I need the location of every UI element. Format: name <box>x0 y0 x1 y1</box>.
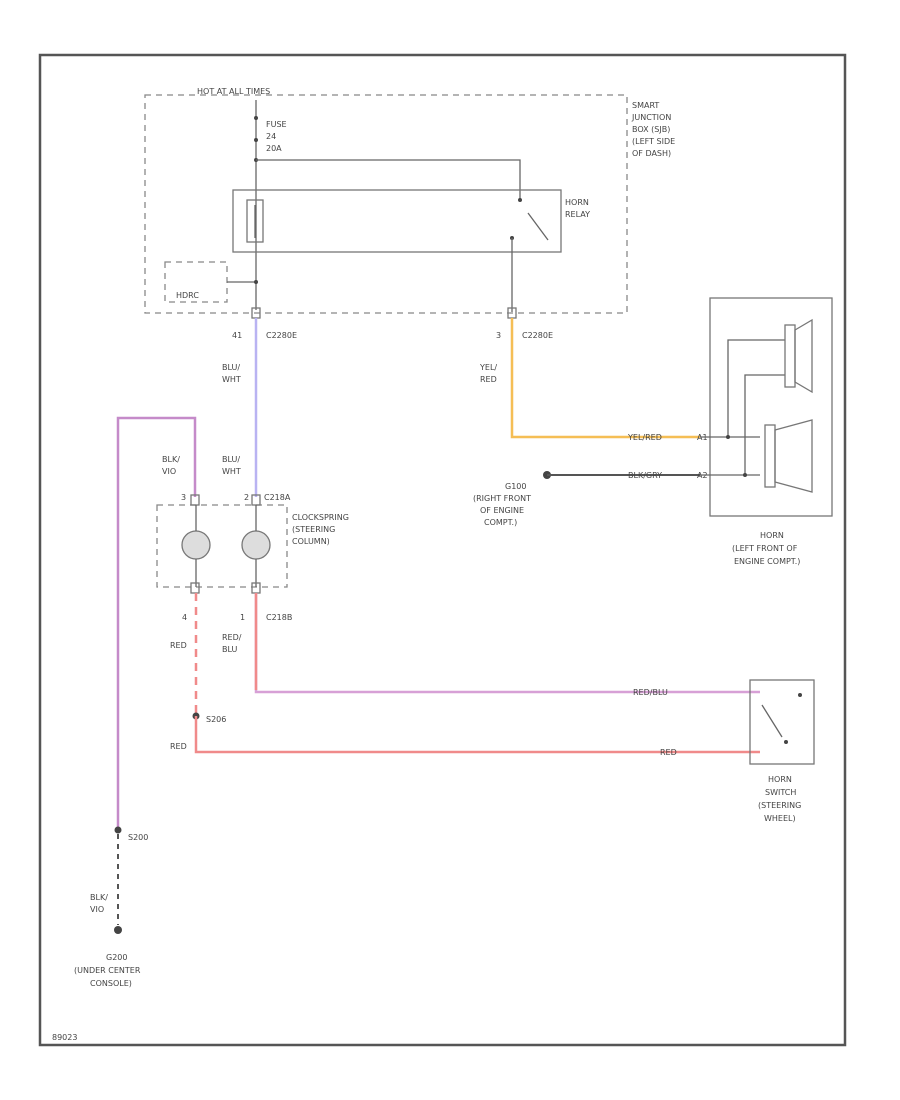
red-blu-run-label: RED/BLU <box>633 688 668 697</box>
c2280e-right-pin-number: 3 <box>496 331 501 340</box>
fuse-top-terminal <box>254 116 258 120</box>
red-label-1: RED <box>170 641 187 650</box>
s200-label: S200 <box>128 833 148 842</box>
sjb-label-5: OF DASH) <box>632 149 671 158</box>
blu-wht-label-1a: BLU/ <box>222 363 240 372</box>
horn-relay-label-1: HORN <box>565 198 589 207</box>
red-blu-label-a: RED/ <box>222 633 242 642</box>
sjb-label-4: (LEFT SIDE <box>632 137 675 146</box>
blu-wht-label-2a: BLU/ <box>222 455 240 464</box>
figure-id: 89023 <box>52 1033 77 1042</box>
yel-red-wire <box>510 318 700 439</box>
c2280e-left-pin-number: 41 <box>232 331 242 340</box>
relay-feed-wire <box>256 159 521 200</box>
red-label-2: RED <box>170 742 187 751</box>
clockspring-label-3: COLUMN) <box>292 537 330 546</box>
c218b-pin-left <box>190 582 200 594</box>
horn-switch-label-4: WHEEL) <box>764 814 796 823</box>
horn-switch-label-2: SWITCH <box>765 788 796 797</box>
horn-lower-speaker-body <box>764 424 776 488</box>
hdrc-splice-dot <box>254 280 258 284</box>
hot-at-all-times-label: HOT AT ALL TIMES <box>197 87 270 96</box>
horn-label-2: (LEFT FRONT OF <box>732 544 798 553</box>
c2280e-left-label: C2280E <box>266 331 297 340</box>
horn-switch-top-contact <box>798 693 802 697</box>
clockspring-coil-right <box>241 530 271 560</box>
s206-label: S206 <box>206 715 226 724</box>
horn-relay-switch-top <box>518 198 522 202</box>
g100-label-4: COMPT.) <box>484 518 517 527</box>
clockspring-label-2: (STEERING <box>292 525 335 534</box>
horn-relay-box <box>232 189 562 253</box>
c218a-pin-left <box>190 494 200 506</box>
red-run-label: RED <box>660 748 677 757</box>
c218b-label: C218B <box>266 613 292 622</box>
blu-wht-label-2b: WHT <box>222 467 241 476</box>
fuse-rating: 20A <box>266 144 282 153</box>
red-blu-wire <box>254 593 760 694</box>
smart-junction-box-outline <box>144 94 628 314</box>
horn-relay-coil <box>246 199 264 243</box>
horn-junction-2 <box>743 473 747 477</box>
horn-relay-label-2: RELAY <box>565 210 590 219</box>
red-wire-run <box>194 716 760 754</box>
horn-relay-switch-arm <box>527 212 549 241</box>
diagram-frame <box>38 53 847 1047</box>
c218a-label: C218A <box>264 493 291 502</box>
horn-yel-red-label: YEL/RED <box>627 433 662 442</box>
c218b-pin-4: 4 <box>182 613 187 622</box>
horn-label-3: ENGINE COMPT.) <box>734 557 800 566</box>
horn-switch-label-3: (STEERING <box>758 801 801 810</box>
sjb-label-1: SMART <box>632 101 659 110</box>
blk-vio-label-2b: VIO <box>90 905 104 914</box>
horn-switch-box <box>749 679 815 765</box>
horn-switch-label-1: HORN <box>768 775 792 784</box>
blk-vio-label-1b: VIO <box>162 467 176 476</box>
c218a-pin-2: 2 <box>244 493 249 502</box>
horn-blk-gry-label: BLK/GRY <box>628 471 662 480</box>
vio-wire-top <box>116 416 197 830</box>
horn-junction-1 <box>726 435 730 439</box>
sjb-label-3: BOX (SJB) <box>632 125 670 134</box>
horn-upper-feed <box>727 339 785 437</box>
g200-ground-dot <box>114 926 122 934</box>
sjb-label-2: JUNCTION <box>631 113 671 122</box>
clockspring-box <box>156 504 288 588</box>
horn-switch-bottom-contact <box>784 740 788 744</box>
g200-label-3: CONSOLE) <box>90 979 132 988</box>
g100-label-2: (RIGHT FRONT <box>473 494 531 503</box>
horn-label-1: HORN <box>760 531 784 540</box>
blu-wht-label-1b: WHT <box>222 375 241 384</box>
g100-label-1: G100 <box>505 482 526 491</box>
fuse-bottom-terminal <box>254 138 258 142</box>
horn-upper-ground <box>744 374 785 475</box>
clockspring-label-1: CLOCKSPRING <box>292 513 349 522</box>
fuse-number: 24 <box>266 132 276 141</box>
horn-lower-speaker-cone <box>774 419 813 493</box>
blk-vio-label-2a: BLK/ <box>90 893 108 902</box>
yel-red-label-a: YEL/ <box>479 363 497 372</box>
s200-splice <box>114 826 122 834</box>
horn-switch-arm <box>761 704 783 738</box>
red-blu-label-b: BLU <box>222 645 238 654</box>
blk-vio-label-1a: BLK/ <box>162 455 180 464</box>
horn-outline <box>709 297 833 517</box>
clockspring-coil-left <box>181 530 211 560</box>
fuse-label: FUSE <box>266 120 287 129</box>
c218b-pin-1: 1 <box>240 613 245 622</box>
horn-upper-speaker-cone <box>794 318 813 394</box>
g100-label-3: OF ENGINE <box>480 506 524 515</box>
horn-upper-speaker-body <box>784 324 796 388</box>
hdrc-label: HDRC <box>176 291 199 300</box>
yel-red-label-b: RED <box>480 375 497 384</box>
c2280e-right-label: C2280E <box>522 331 553 340</box>
c218a-pin-3: 3 <box>181 493 186 502</box>
g200-label-2: (UNDER CENTER <box>74 966 141 975</box>
g200-label-1: G200 <box>106 953 127 962</box>
